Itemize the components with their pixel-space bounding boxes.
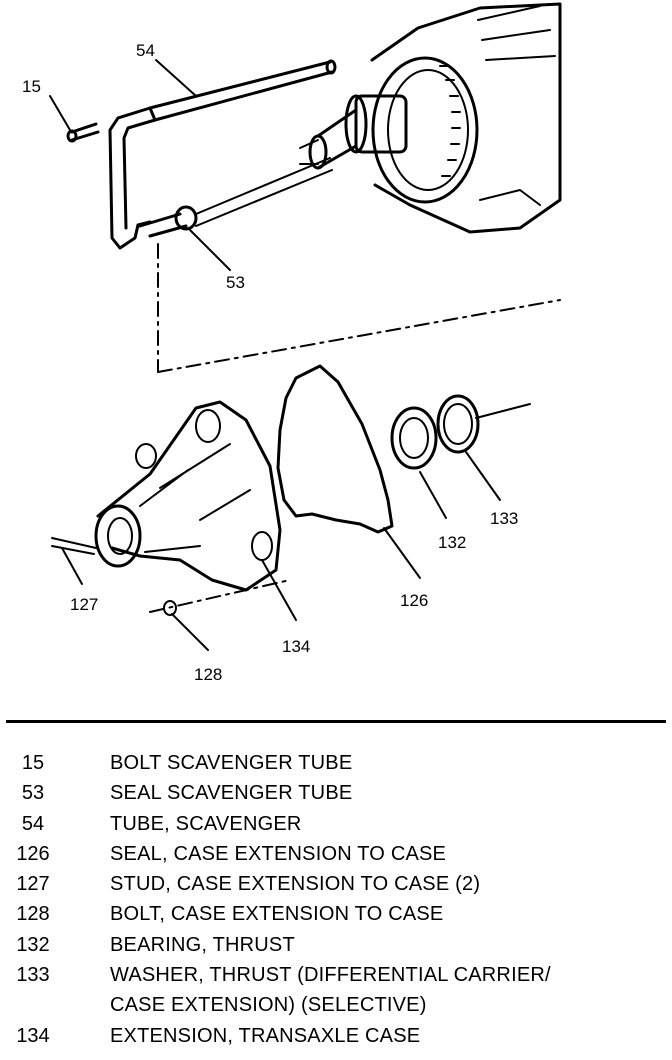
legend-row: 128 BOLT, CASE EXTENSION TO CASE	[0, 899, 672, 929]
legend-description: SEAL SCAVENGER TUBE	[110, 782, 353, 805]
callout-54: 54	[136, 41, 155, 60]
legend-row: 53 SEAL SCAVENGER TUBE	[0, 778, 672, 808]
legend-description: BOLT, CASE EXTENSION TO CASE	[110, 903, 444, 926]
legend-row: 127 STUD, CASE EXTENSION TO CASE (2)	[0, 869, 672, 899]
legend-description: CASE EXTENSION) (SELECTIVE)	[110, 994, 427, 1017]
legend-row: 126 SEAL, CASE EXTENSION TO CASE	[0, 839, 672, 869]
callout-126: 126	[400, 591, 428, 610]
legend-description: BEARING, THRUST	[110, 933, 295, 956]
seal-gasket-126-part	[276, 364, 394, 534]
callout-53: 53	[226, 273, 245, 292]
case-extension-part	[94, 400, 282, 592]
callout-128: 128	[194, 665, 222, 684]
bearing-132-part	[390, 406, 438, 470]
washer-133-part	[436, 394, 480, 454]
legend-description: WASHER, THRUST (DIFFERENTIAL CARRIER/	[110, 964, 551, 987]
legend-number: 132	[16, 933, 50, 956]
scavenger-tube	[108, 59, 337, 250]
legend-description: BOLT SCAVENGER TUBE	[110, 752, 353, 774]
legend-description: SEAL, CASE EXTENSION TO CASE	[110, 842, 447, 865]
seal-53-part	[174, 205, 198, 231]
legend-number: 128	[16, 903, 50, 926]
legend-description: EXTENSION, TRANSAXLE CASE	[110, 1024, 421, 1047]
divider-line	[6, 720, 666, 723]
legend-number: 53	[21, 782, 45, 805]
legend-number: 15	[21, 752, 45, 774]
callout-133: 133	[490, 509, 518, 528]
legend-description: STUD, CASE EXTENSION TO CASE (2)	[110, 873, 481, 896]
transaxle-assembly	[299, 2, 562, 234]
legend-row: 134 EXTENSION, TRANSAXLE CASE	[0, 1021, 672, 1051]
legend-number: 133	[16, 964, 50, 987]
legend-row: 133 WASHER, THRUST (DIFFERENTIAL CARRIER…	[0, 960, 672, 990]
legend-row: 132 BEARING, THRUST	[0, 930, 672, 960]
legend-number: 134	[16, 1024, 50, 1047]
legend-row: 54 TUBE, SCAVENGER	[0, 809, 672, 839]
callout-134: 134	[282, 637, 310, 656]
callout-127: 127	[70, 595, 98, 614]
legend-number: 54	[21, 812, 45, 835]
legend-number: 127	[16, 873, 50, 896]
parts-legend: 15 BOLT SCAVENGER TUBE 53 SEAL SCAVENGER…	[0, 748, 672, 1051]
legend-row-continuation: CASE EXTENSION) (SELECTIVE)	[0, 990, 672, 1020]
callout-132: 132	[438, 533, 466, 552]
legend-row: 15 BOLT SCAVENGER TUBE	[0, 748, 672, 778]
legend-description: TUBE, SCAVENGER	[110, 812, 302, 835]
legend-number: 126	[16, 842, 50, 865]
bolt-15-part	[66, 122, 100, 143]
callout-15: 15	[22, 77, 41, 96]
exploded-parts-diagram: 15 54 53 132 133 126 127 134 128	[22, 2, 562, 684]
